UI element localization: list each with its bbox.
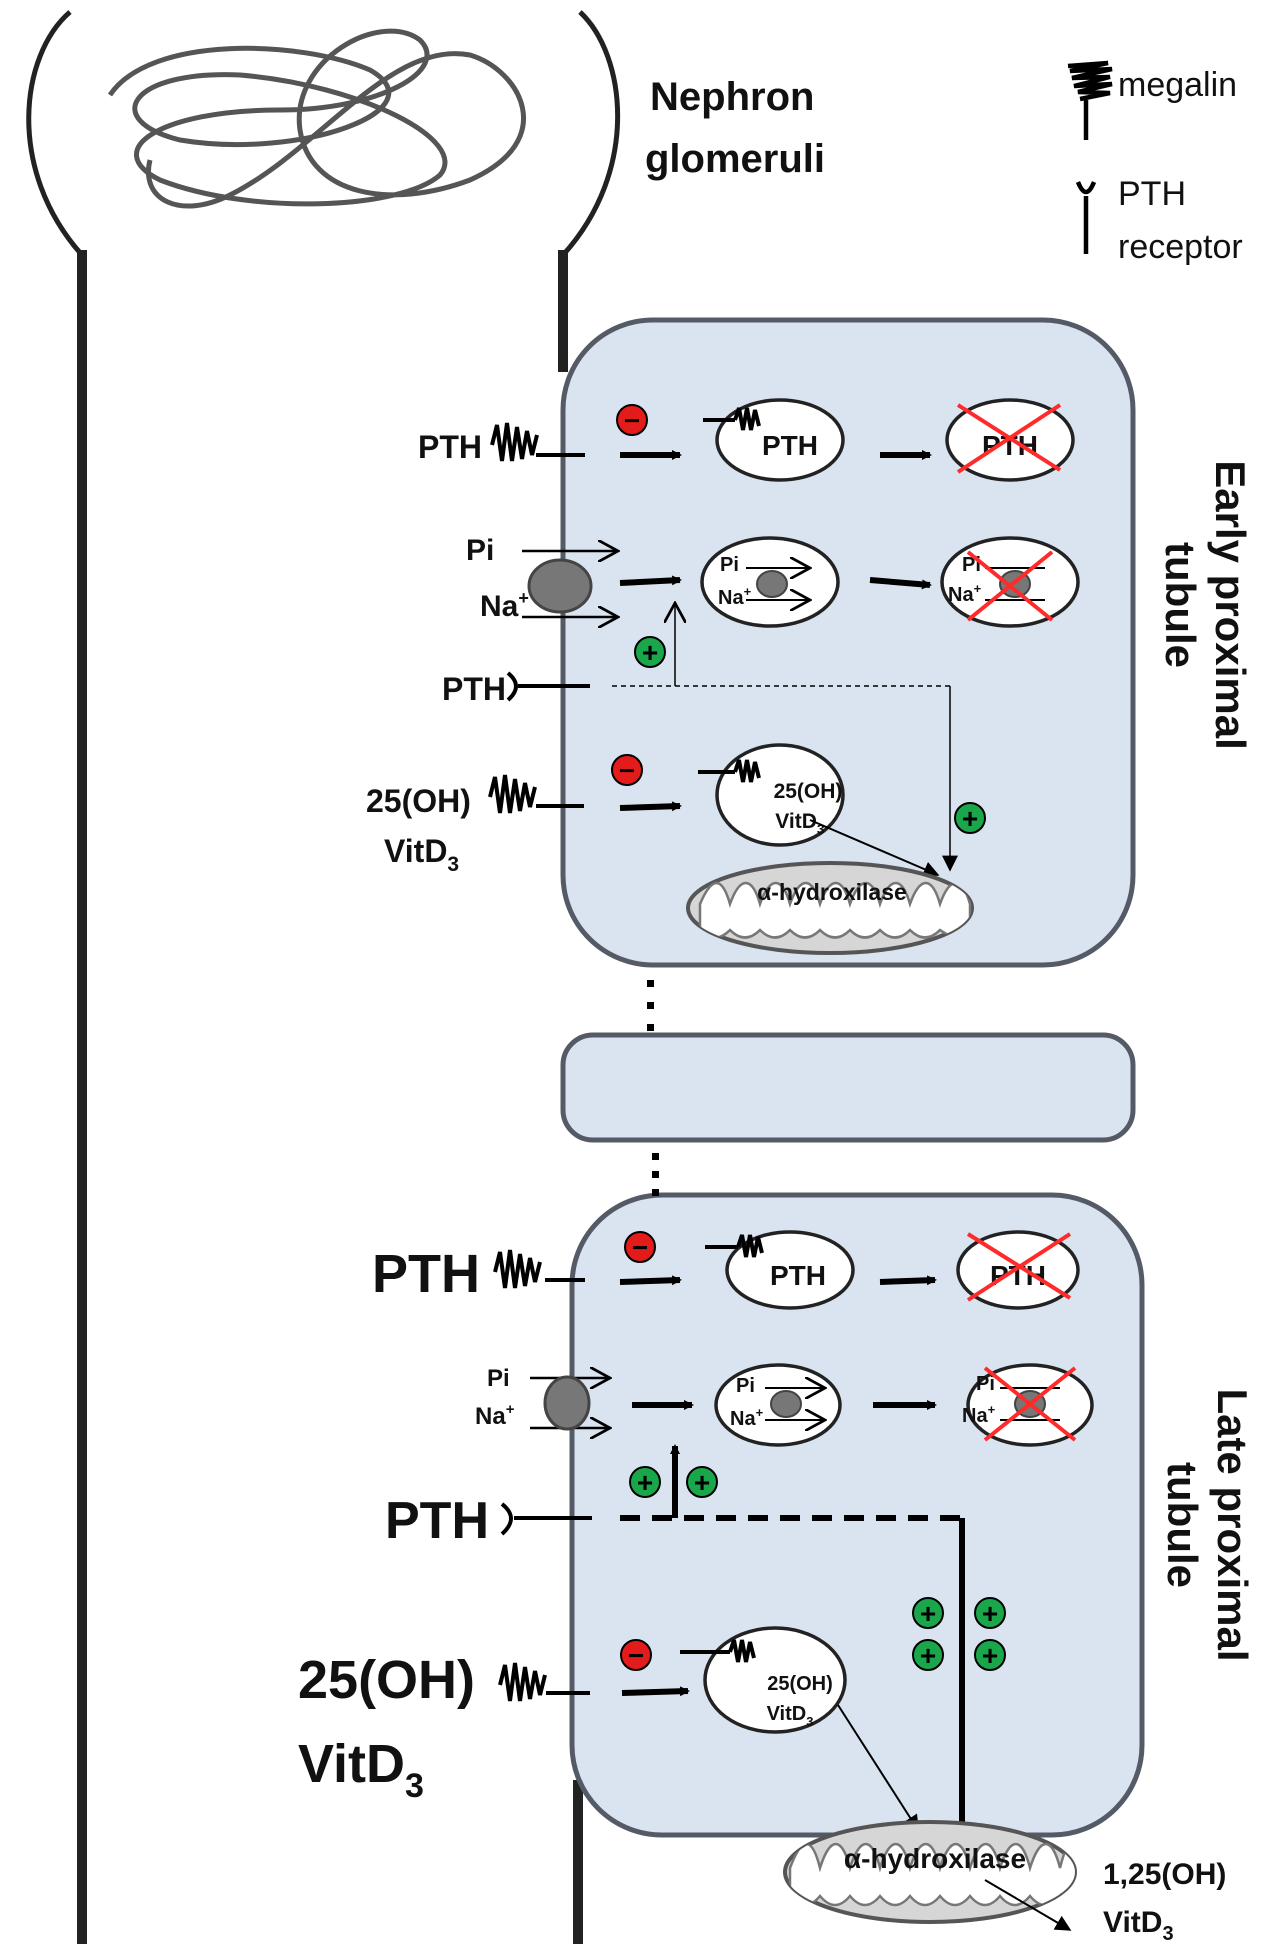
early-endosome-vitd: VitD3 bbox=[775, 810, 825, 837]
early-label-line2: tubule bbox=[1157, 542, 1204, 668]
late-label-line2: tubule bbox=[1159, 1462, 1206, 1588]
output-vitd3-label: VitD3 bbox=[1103, 1906, 1174, 1944]
early-napi-cotransporter bbox=[527, 558, 593, 614]
svg-text:+: + bbox=[642, 637, 658, 668]
late-degraded-na: Na+ bbox=[962, 1402, 996, 1427]
early-endosome-pth: PTH bbox=[762, 430, 818, 461]
early-pth-megalin-scribble bbox=[490, 422, 539, 462]
late-pth-label: PTH bbox=[372, 1244, 480, 1304]
early-na-label: Na+ bbox=[480, 588, 529, 623]
early-proximal-tubule-label: Early proximal tubule bbox=[1157, 460, 1254, 749]
glomerular-capillary-coil bbox=[107, 28, 527, 209]
late-endosome-na: Na+ bbox=[730, 1405, 764, 1430]
late-degraded-pi: Pi bbox=[976, 1373, 995, 1395]
svg-text:+: + bbox=[637, 1467, 653, 1498]
svg-text:+: + bbox=[694, 1467, 710, 1498]
early-vitd-endocytosis-row: 25(OH) VitD3 − 25(OH) VitD3 bbox=[366, 743, 940, 877]
svg-text:+: + bbox=[920, 1598, 936, 1629]
late-label-line1: Late proximal bbox=[1209, 1388, 1256, 1661]
late-transporter-cross-icon bbox=[983, 1366, 1077, 1442]
late-na-label: Na+ bbox=[475, 1401, 515, 1430]
early-pth-receptor-signaling: PTH + + bbox=[442, 603, 986, 872]
late-pi-label: Pi bbox=[487, 1365, 510, 1392]
late-pth-receptor-icon bbox=[500, 1502, 513, 1536]
legend-megalin-label: megalin bbox=[1118, 66, 1237, 104]
late-activate-badge-1 bbox=[629, 1466, 661, 1498]
intermediate-cell bbox=[560, 1032, 1136, 1143]
early-endosome-pi: Pi bbox=[720, 554, 739, 576]
late-inhibit-badge-1 bbox=[624, 1231, 656, 1263]
late-napi-cotransporter bbox=[543, 1375, 591, 1431]
early-endosome-25oh: 25(OH) bbox=[774, 780, 843, 803]
svg-text:+: + bbox=[982, 1640, 998, 1671]
late-pth-receptor-label: PTH bbox=[385, 1492, 489, 1550]
late-endosome-pi: Pi bbox=[736, 1375, 755, 1397]
svg-text:−: − bbox=[632, 1232, 648, 1263]
early-degraded-na: Na+ bbox=[948, 581, 982, 606]
early-degraded-pth: PTH bbox=[982, 430, 1038, 461]
continuation-dots-lower bbox=[652, 1153, 659, 1196]
early-pth-endocytosis-row: PTH − PTH PTH bbox=[418, 398, 1075, 482]
late-pth-endosome bbox=[725, 1230, 855, 1310]
early-vitd3-label: VitD3 bbox=[384, 833, 459, 876]
late-phosphate-transport-row: Pi Na+ Pi Na+ Pi Na+ bbox=[475, 1363, 1094, 1447]
late-enzyme-label: α-hydroxilase bbox=[844, 1843, 1026, 1874]
late-endosome-25oh: 25(OH) bbox=[767, 1673, 833, 1695]
svg-text:−: − bbox=[619, 755, 635, 786]
early-pi-label: Pi bbox=[466, 534, 494, 567]
early-25oh-label: 25(OH) bbox=[366, 783, 471, 819]
late-mitochondrion: α-hydroxilase bbox=[783, 1820, 1077, 1931]
late-vitd3-label: VitD3 bbox=[298, 1734, 424, 1805]
continuation-dots-upper bbox=[647, 980, 654, 1031]
early-pth-label: PTH bbox=[418, 429, 482, 465]
late-activate-badge-group: + + + + bbox=[912, 1597, 1006, 1671]
early-enzyme-label: α-hydroxilase bbox=[757, 879, 907, 905]
late-degradation-cross-icon bbox=[966, 1232, 1072, 1302]
late-inhibit-badge-2 bbox=[620, 1639, 652, 1671]
early-inhibit-badge-2 bbox=[611, 754, 643, 786]
early-proximal-cell bbox=[560, 317, 1136, 968]
svg-text:+: + bbox=[962, 803, 978, 834]
nephron-label: Nephron bbox=[650, 75, 814, 119]
nephron-tubule-walls bbox=[77, 250, 583, 1944]
late-endosome-pth: PTH bbox=[770, 1260, 826, 1291]
svg-text:+: + bbox=[982, 1598, 998, 1629]
glomeruli-label: glomeruli bbox=[645, 137, 825, 181]
megalin-icon bbox=[1067, 60, 1113, 140]
early-pth-receptor-label: PTH bbox=[442, 671, 506, 707]
early-endosome-na: Na+ bbox=[718, 584, 752, 609]
early-phosphate-transport-row: Pi Na+ Pi Na+ Pi Na+ bbox=[466, 534, 1080, 626]
late-activate-badge-2 bbox=[686, 1466, 718, 1498]
svg-text:+: + bbox=[920, 1640, 936, 1671]
early-inhibit-badge-1 bbox=[616, 404, 648, 436]
early-label-line1: Early proximal bbox=[1207, 460, 1254, 749]
pth-receptor-icon bbox=[1075, 181, 1097, 254]
early-degradation-cross-icon bbox=[956, 403, 1062, 474]
early-pth-receptor-icon bbox=[506, 671, 518, 702]
late-vitd-endocytosis-row: 25(OH) VitD3 − 25(OH) VitD3 bbox=[298, 1626, 919, 1832]
late-endosome-vitd: VitD3 bbox=[767, 1703, 814, 1729]
late-pth-receptor-signaling: PTH + + + + + + bbox=[385, 1444, 1006, 1844]
early-activate-badge-1 bbox=[634, 636, 666, 668]
legend-pth-receptor-label-2: receptor bbox=[1118, 228, 1243, 266]
inhibit-sign: − bbox=[624, 405, 640, 436]
legend-pth-receptor-label-1: PTH bbox=[1118, 175, 1186, 213]
late-25oh-label: 25(OH) bbox=[298, 1650, 475, 1710]
late-pth-endocytosis-row: PTH − PTH PTH bbox=[372, 1230, 1080, 1310]
early-mitochondrion: α-hydroxilase bbox=[686, 861, 974, 955]
early-transporter-cross-icon bbox=[966, 550, 1054, 622]
late-proximal-tubule-label: Late proximal tubule bbox=[1159, 1388, 1256, 1661]
early-activate-badge-2 bbox=[954, 802, 986, 834]
output-125oh-label: 1,25(OH) bbox=[1103, 1858, 1226, 1891]
glomerulus bbox=[26, 10, 621, 257]
svg-text:−: − bbox=[628, 1640, 644, 1671]
legend: megalin PTH receptor bbox=[1067, 60, 1243, 266]
